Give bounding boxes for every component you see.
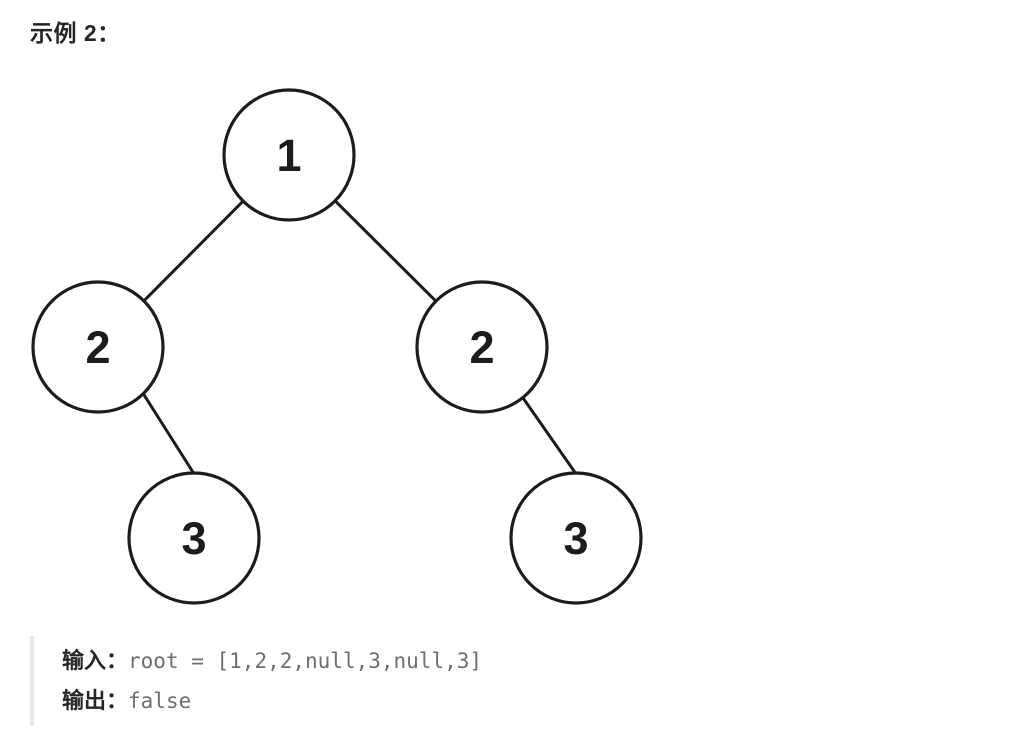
tree-node-circle [31,280,165,414]
tree-node-value: 3 [563,513,588,564]
example-heading: 示例 2： [30,20,121,46]
example-input-line: 输入：root = [1,2,2,null,3,null,3] [62,641,482,681]
tree-node-root-left-right: 3 [127,471,261,605]
tree-node-circle [127,471,261,605]
tree-node-circle [415,280,549,414]
tree-node-value: 3 [181,513,206,564]
tree-node-root: 1 [222,88,356,222]
tree-node-root-right: 2 [415,280,549,414]
output-label: 输出： [62,688,129,713]
input-value: root = [1,2,2,null,3,null,3] [128,649,483,673]
tree-node-circle [509,471,643,605]
tree-node-circle [222,88,356,222]
example-output-line: 输出：false [62,681,482,721]
input-label: 输入： [62,648,129,673]
tree-node-value: 2 [469,322,494,373]
output-value: false [128,689,192,713]
tree-node-value: 2 [85,322,110,373]
tree-node-root-right-right: 3 [509,471,643,605]
tree-node-value: 1 [276,130,301,181]
tree-node-root-left: 2 [31,280,165,414]
example-io-block: 输入：root = [1,2,2,null,3,null,3] 输出：false [30,636,482,726]
